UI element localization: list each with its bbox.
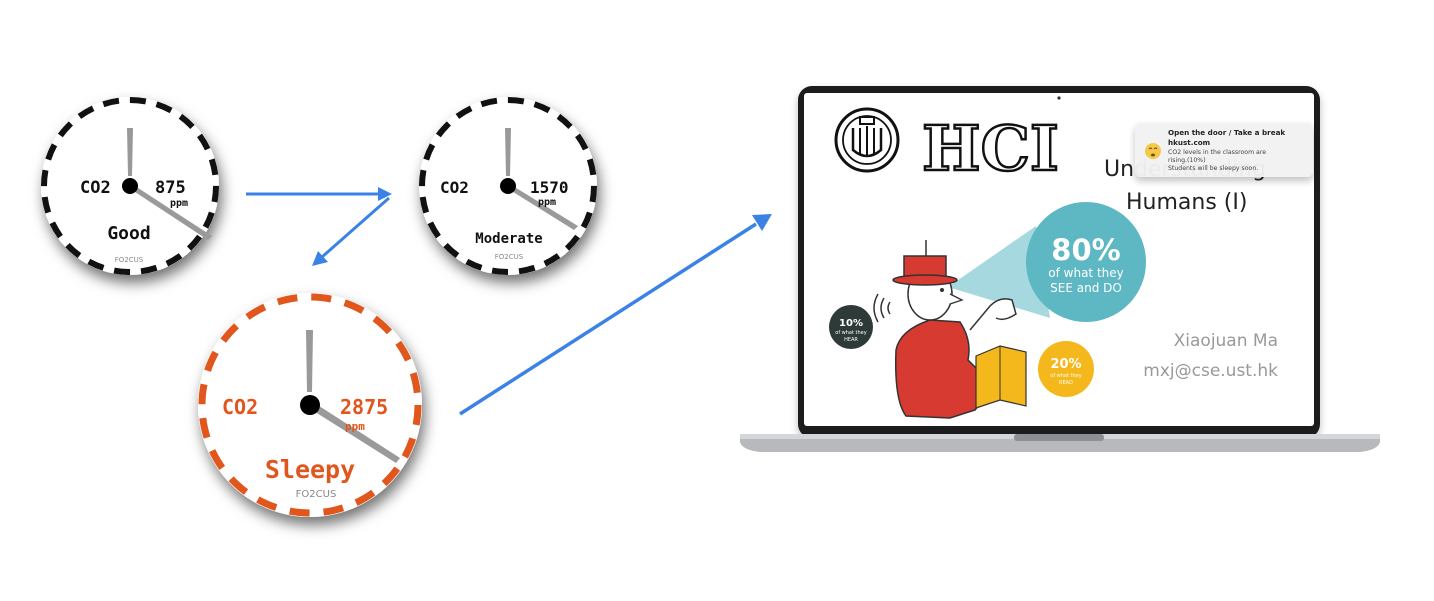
stat-read-text1: of what they [1050, 373, 1081, 379]
gauge-co2-label: CO2 [222, 395, 258, 419]
gauge-tick-ring [41, 97, 219, 275]
gauge-brand: FO2CUS [495, 253, 524, 261]
slide-title-line2: Humans (I) [1126, 190, 1247, 215]
stat-hear-text1: of what they [835, 330, 866, 336]
gauge-co2-label: CO2 [80, 178, 111, 198]
stat-read-text2: READ [1059, 380, 1073, 386]
gauge-value: 875 [155, 178, 186, 198]
gauge-tick-ring [198, 293, 422, 517]
sleepy-emoji-icon [1145, 143, 1161, 159]
gauge-value: 1570 [530, 178, 569, 197]
gauge-center-dot [300, 395, 320, 415]
gauge-center-dot [122, 178, 138, 194]
laptop-notch [1014, 434, 1104, 441]
hci-logo-text: HCI [922, 112, 1059, 185]
notification-title: Open the door / Take a break [1168, 128, 1285, 137]
university-logo [834, 107, 900, 173]
notification-background[interactable] [1135, 123, 1313, 177]
gauge-moderate: CO2 1570 ppm Moderate FO2CUS [419, 97, 597, 275]
gauge-brand: FO2CUS [115, 256, 144, 264]
person-illustration [873, 240, 1027, 419]
stat-see-do-text1: of what they [1048, 266, 1123, 280]
gauge-co2-label: CO2 [440, 178, 469, 197]
gauge-value: 2875 [340, 395, 388, 419]
gauge-status: Good [107, 223, 150, 244]
slide-email: mxj@cse.ust.hk [1143, 361, 1278, 381]
gauge-tick-ring [419, 97, 597, 275]
slide-author: Xiaojuan Ma [1174, 331, 1278, 351]
vision-cone [948, 226, 1050, 318]
gauge-status: Sleepy [265, 455, 355, 484]
stat-hear-value: 10% [839, 318, 863, 329]
arrow-moderate-to-sleepy [312, 196, 390, 266]
stat-circle-hear [829, 305, 873, 349]
gauge-minute-hand [132, 186, 212, 240]
gauge-hour-hand [306, 330, 313, 392]
notification-toast[interactable]: Open the door / Take a break hkust.com C… [1135, 123, 1313, 177]
notification-source: hkust.com [1168, 138, 1210, 147]
stat-circle-see-do [1026, 202, 1146, 322]
camera-dot [1057, 96, 1061, 100]
flow-arrows [246, 187, 772, 416]
gauge-center-dot [500, 178, 516, 194]
stat-circle-read [1038, 341, 1094, 397]
notification-line2: rising.(10%) [1168, 157, 1206, 164]
gauge-minute-hand [312, 404, 400, 463]
arrow-sleepy-to-laptop [459, 214, 772, 416]
gauge-hour-hand [127, 128, 133, 176]
gauge-unit: ppm [345, 420, 365, 433]
gauge-hour-hand [505, 128, 511, 176]
stat-see-do-text2: SEE and DO [1050, 281, 1122, 295]
gauge-brand: FO2CUS [296, 489, 337, 500]
arrow-good-to-moderate [246, 187, 392, 201]
hci-logo: HCI [921, 111, 1060, 187]
gauge-good: CO2 875 ppm Good FO2CUS [41, 97, 219, 275]
stat-see-do-value: 80% [1051, 233, 1120, 267]
gauge-sleepy: CO2 2875 ppm Sleepy FO2CUS [198, 293, 422, 517]
notification-line3: Students will be sleepy soon. [1168, 165, 1258, 172]
gauge-unit: ppm [538, 197, 556, 208]
slide: HCI Understanding Humans (I) 80% of what… [829, 107, 1278, 419]
stat-hear-text2: HEAR [844, 337, 858, 343]
stat-read-value: 20% [1050, 357, 1081, 372]
gauge-status: Moderate [475, 231, 542, 247]
notification-line1: CO2 levels in the classroom are [1168, 149, 1266, 156]
gauge-minute-hand [510, 186, 578, 230]
gauge-unit: ppm [170, 198, 188, 209]
